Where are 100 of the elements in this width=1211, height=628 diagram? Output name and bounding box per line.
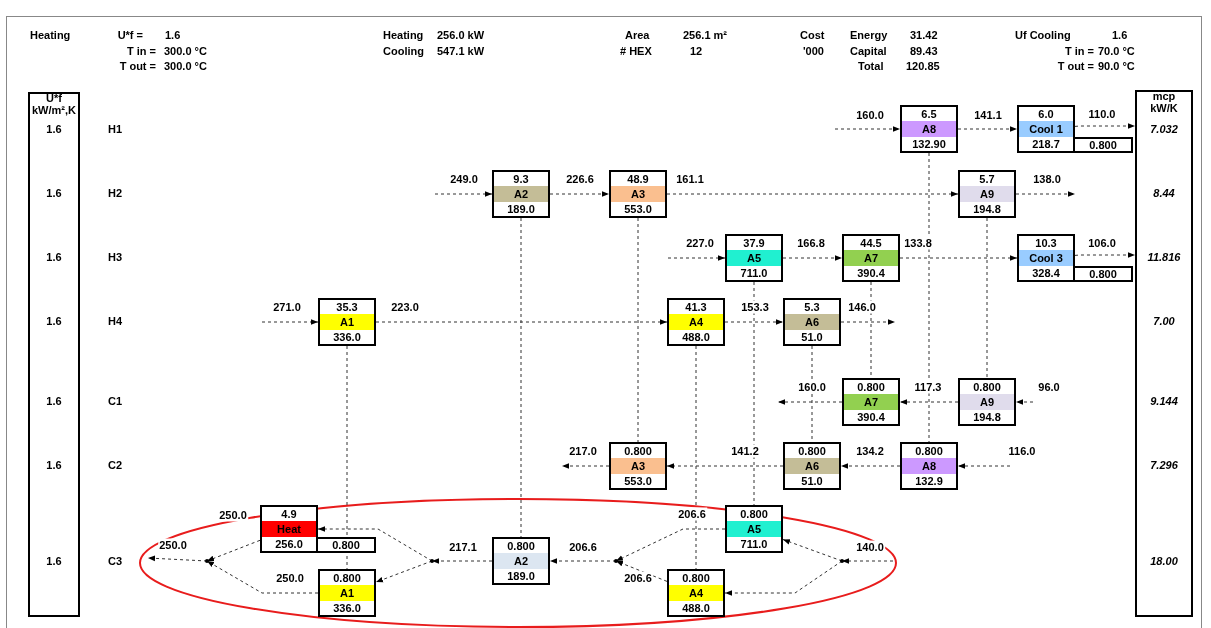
exchanger-box — [900, 442, 958, 490]
flow-arrow — [666, 463, 784, 469]
exchanger-name: A5 — [727, 521, 781, 537]
temperature-label: 153.3 — [740, 300, 770, 314]
header-label: 1.6 — [1112, 28, 1128, 42]
area-value: 218.7 — [1031, 137, 1061, 151]
header-label: 1.6 — [165, 28, 181, 42]
exchanger-name: A7 — [844, 394, 898, 410]
stream-name: H1 — [108, 122, 123, 136]
exchanger-name: Heat — [262, 521, 316, 537]
column-value: 1.6 — [45, 394, 63, 408]
temperature-label: 223.0 — [390, 300, 420, 314]
flow-arrow — [957, 126, 1018, 132]
flow-arrow — [777, 399, 843, 405]
temperature-label: 138.0 — [1032, 172, 1062, 186]
area-value: 711.0 — [739, 266, 769, 280]
flow-arrow — [561, 463, 610, 469]
split-fraction: 0.800 — [1075, 137, 1133, 153]
area-value: 553.0 — [623, 202, 653, 216]
area-value: 189.0 — [506, 202, 536, 216]
flow-arrow — [1015, 399, 1034, 405]
exchanger-name: A9 — [960, 394, 1014, 410]
column-value: 7.00 — [1152, 314, 1176, 328]
header-label: 547.1 kW — [437, 44, 485, 58]
flow-arrow — [375, 560, 433, 583]
exchanger-box — [900, 105, 958, 153]
column-header: mcp kW/K — [1149, 90, 1179, 114]
header-label: 90.0 °C — [1098, 59, 1135, 73]
flow-arrow — [206, 560, 319, 594]
header-label: 300.0 °C — [164, 44, 207, 58]
flow-arrow — [899, 399, 959, 405]
duty-value: 0.800 — [856, 380, 886, 394]
exchanger-name: A4 — [669, 314, 723, 330]
flow-arrow — [615, 560, 668, 582]
header-label: 12 — [690, 44, 703, 58]
column-value: 1.6 — [45, 314, 63, 328]
stream-name: H3 — [108, 250, 123, 264]
stream-column — [1135, 90, 1193, 617]
column-value: 1.6 — [45, 186, 63, 200]
temperature-label: 250.0 — [275, 571, 305, 585]
exchanger-box — [958, 378, 1016, 426]
junction-point — [430, 559, 434, 563]
column-header: U*f kW/m²,K — [31, 92, 77, 116]
flow-arrow — [549, 558, 617, 564]
flow-arrow — [261, 319, 319, 325]
temperature-label: 249.0 — [449, 172, 479, 186]
exchanger-box — [958, 170, 1016, 218]
header-label: Heating — [383, 28, 424, 42]
column-value: 1.6 — [45, 458, 63, 472]
temperature-label: 160.0 — [797, 380, 827, 394]
exchanger-box — [842, 378, 900, 426]
exchanger-name: A2 — [494, 553, 548, 569]
duty-value: 37.9 — [742, 236, 766, 250]
exchanger-box — [318, 298, 376, 346]
flow-arrow — [667, 255, 726, 261]
column-value: 1.6 — [45, 250, 63, 264]
junction-point — [205, 559, 209, 563]
exchanger-box — [842, 234, 900, 282]
header-label: Cost — [800, 28, 825, 42]
header-label: 120.85 — [906, 59, 940, 73]
exchanger-box — [725, 505, 783, 553]
flow-arrow — [434, 191, 493, 197]
temperature-label: 106.0 — [1087, 236, 1117, 250]
flow-arrow — [782, 539, 843, 562]
match-line — [346, 345, 348, 570]
header-label: Total — [858, 59, 884, 73]
exchanger-box — [492, 170, 550, 218]
area-value: 189.0 — [506, 569, 536, 583]
header-label: T out = — [119, 59, 156, 73]
duty-value: 0.800 — [623, 444, 653, 458]
duty-value: 0.800 — [914, 444, 944, 458]
exchanger-name: A9 — [960, 186, 1014, 202]
temperature-label: 116.0 — [1007, 444, 1037, 458]
header-label: Area — [625, 28, 650, 42]
area-value: 132.90 — [911, 137, 947, 151]
flow-arrow — [841, 558, 894, 564]
exchanger-name: A2 — [494, 186, 548, 202]
flow-arrow — [317, 526, 433, 562]
area-value: 256.0 — [274, 537, 304, 551]
temperature-label: 250.0 — [158, 538, 188, 552]
exchanger-name: A6 — [785, 458, 839, 474]
exchanger-name: A4 — [669, 585, 723, 601]
area-value: 488.0 — [681, 601, 711, 615]
header-label: T in = — [126, 44, 156, 58]
match-line — [520, 217, 522, 538]
duty-value: 6.0 — [1037, 107, 1055, 121]
duty-value: 5.3 — [803, 300, 821, 314]
column-value: 9.144 — [1149, 394, 1179, 408]
flow-arrow — [666, 191, 959, 197]
duty-value: 4.9 — [280, 507, 298, 521]
junction-point — [614, 559, 618, 563]
exchanger-name: A1 — [320, 585, 374, 601]
temperature-label: 133.8 — [903, 236, 933, 250]
column-value: 1.6 — [45, 122, 63, 136]
temperature-label: 117.3 — [913, 380, 943, 394]
area-value: 488.0 — [681, 330, 711, 344]
flow-arrow — [782, 255, 843, 261]
header-label: 70.0 °C — [1098, 44, 1135, 58]
header-label: '000 — [803, 44, 824, 58]
temperature-label: 166.8 — [796, 236, 826, 250]
